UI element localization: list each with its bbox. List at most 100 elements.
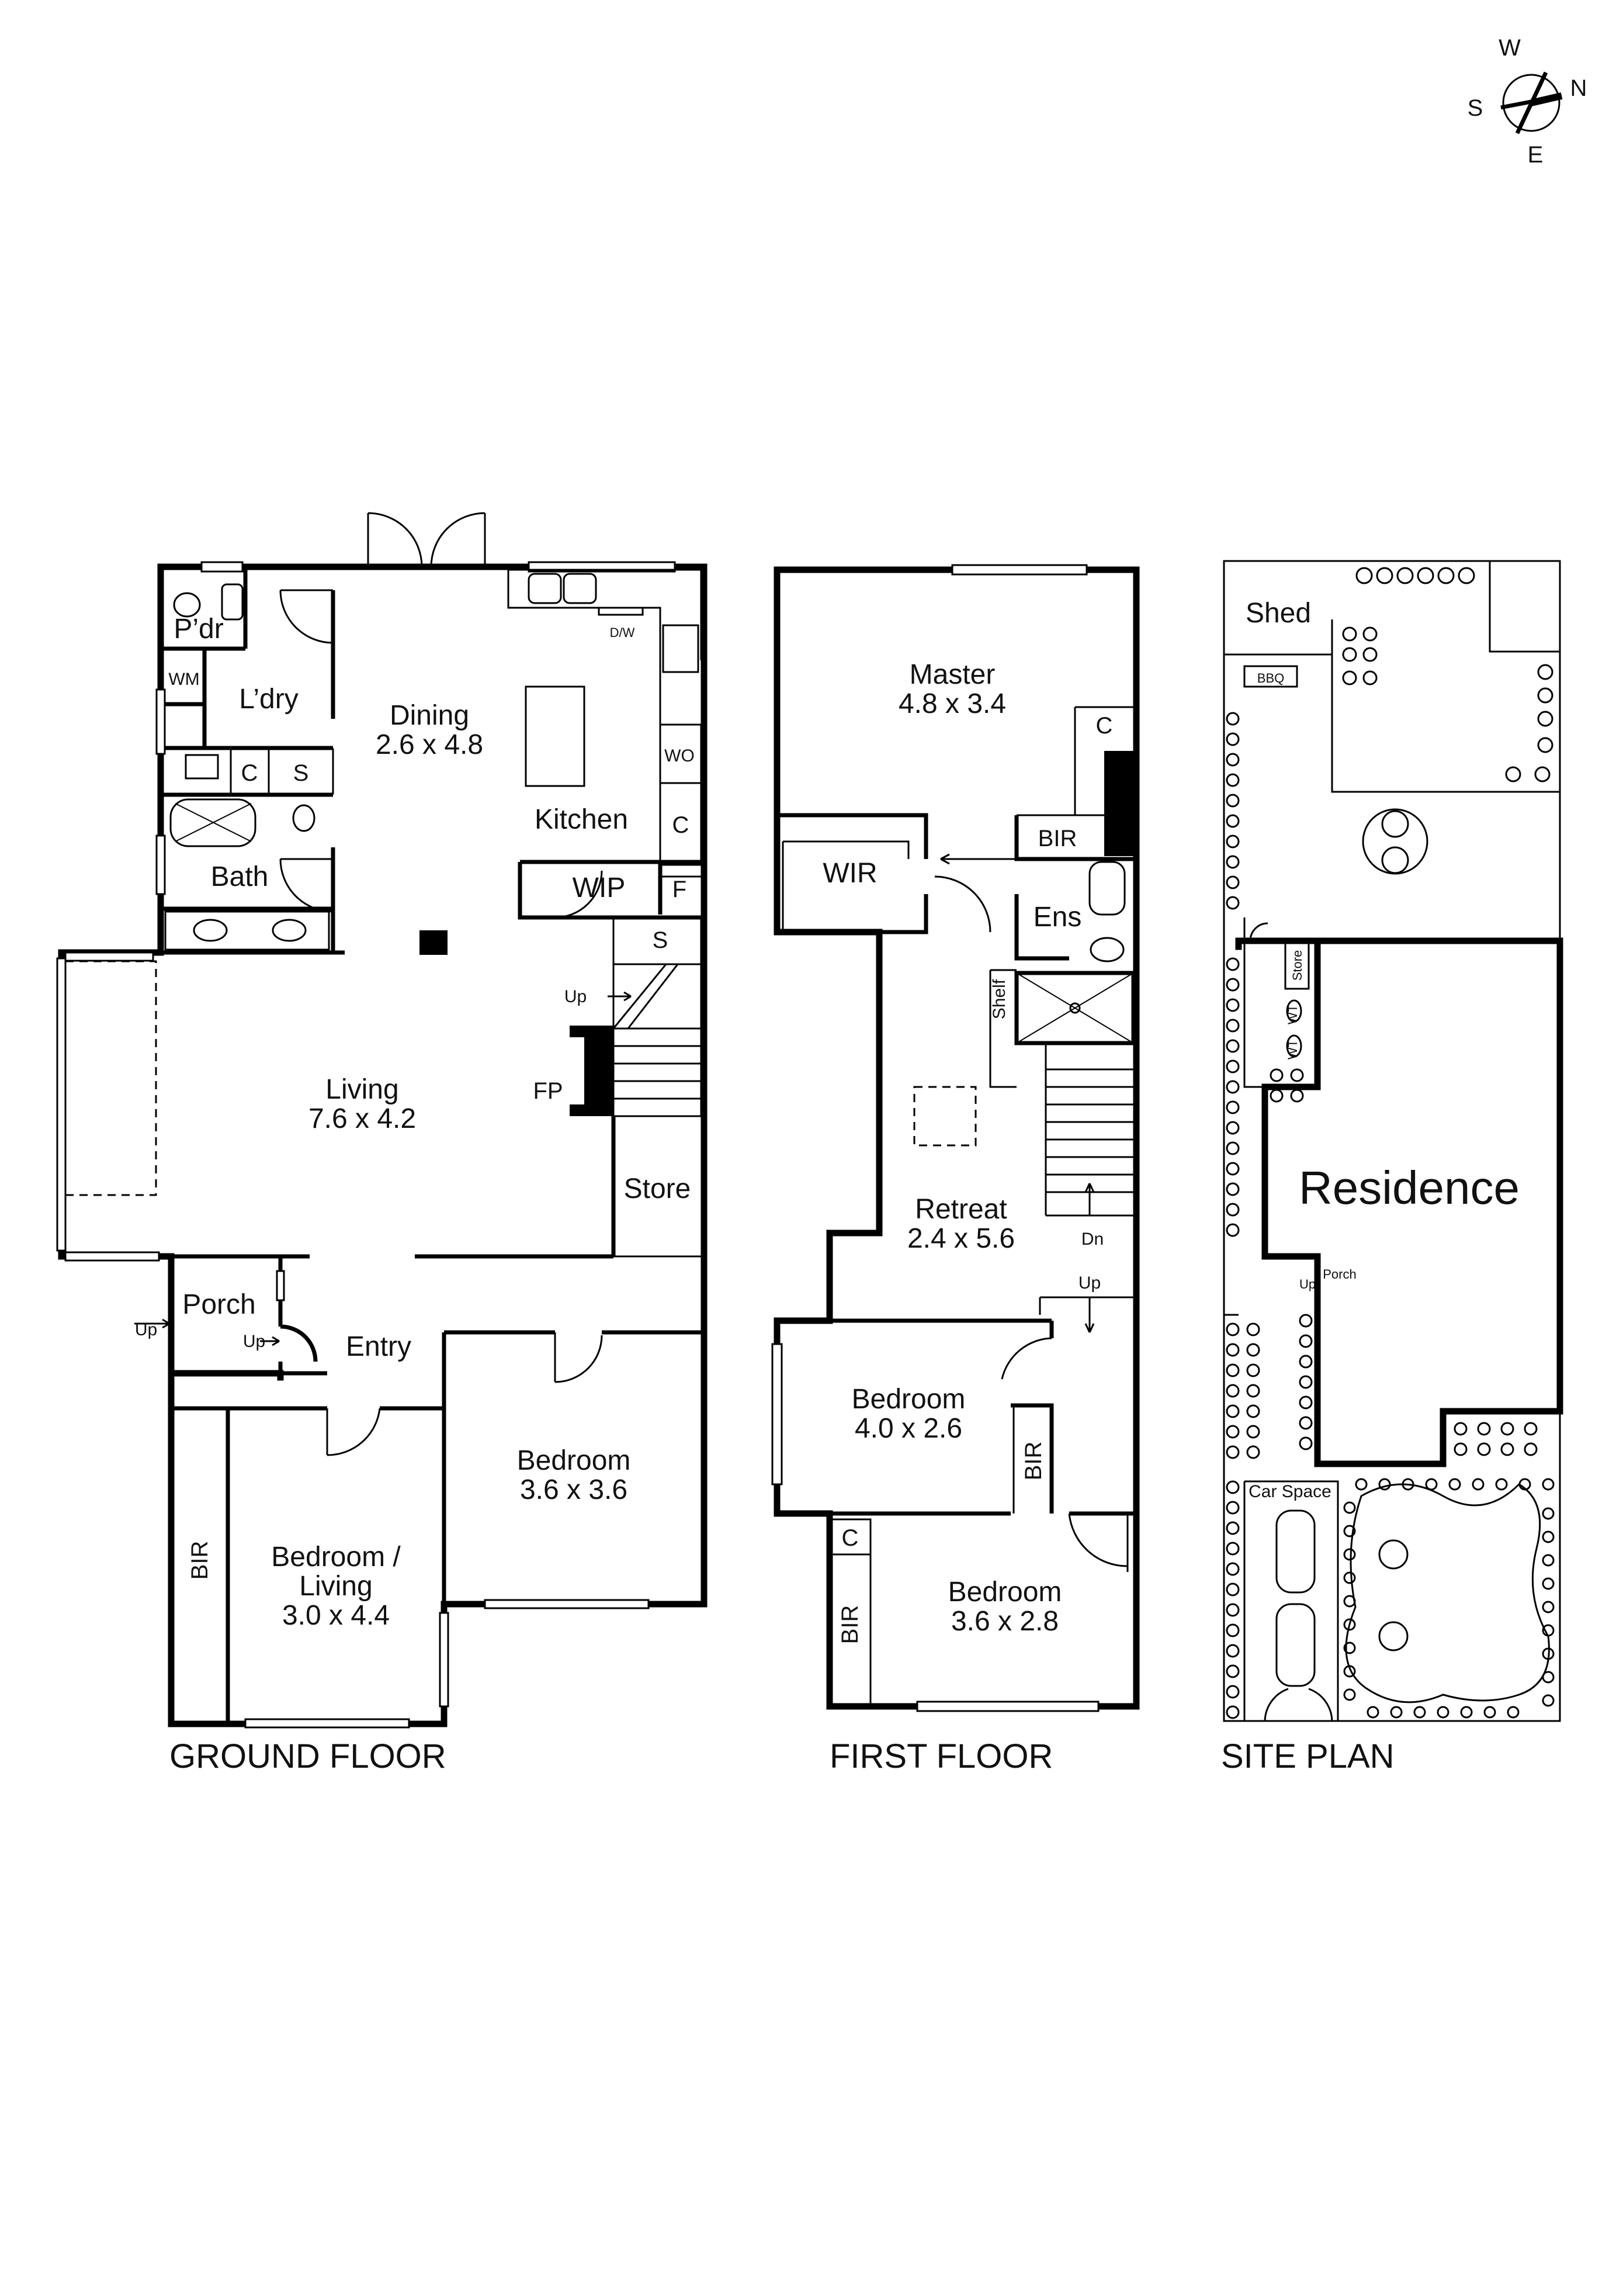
porch-label: Porch <box>182 1289 255 1320</box>
retreat-size: 2.4 x 5.6 <box>907 1223 1015 1254</box>
window <box>64 1251 160 1262</box>
water-tank-2-label: WT <box>1285 1040 1300 1059</box>
kitchen-bench <box>507 569 702 878</box>
compass-ring <box>1502 74 1560 132</box>
dishwasher <box>598 607 644 616</box>
shrub-row <box>1226 567 1555 1719</box>
wo-label: WO <box>664 746 695 766</box>
up-arrow <box>608 991 632 1002</box>
laundry-label: L’dry <box>239 684 298 715</box>
first-floor-plan: Master 4.8 x 3.4 C BIR WIR Ens Shelf Ret… <box>771 564 1140 1775</box>
bedroom-1-label: Bedroom <box>852 1384 966 1415</box>
living-size: 7.6 x 4.2 <box>308 1103 416 1134</box>
entry-up-label: Up <box>243 1332 265 1351</box>
bedroom-wall <box>442 1330 704 1604</box>
chimney <box>1104 751 1136 856</box>
tree-icon <box>1378 1621 1409 1651</box>
ensuite-door <box>934 875 991 933</box>
compass-w: W <box>1499 35 1521 61</box>
laundry-door <box>279 589 334 644</box>
shower-drain <box>1069 1002 1081 1014</box>
bedroom-1-bir-label: BIR <box>1021 1442 1046 1481</box>
wir-label: WIR <box>823 858 877 889</box>
master-bir-label: BIR <box>1038 826 1077 851</box>
bath-label: Bath <box>211 861 269 892</box>
bathtub-cross <box>175 803 252 842</box>
shower-cross <box>1016 972 1134 1044</box>
wip-wall <box>518 860 704 920</box>
garden-bed-outline <box>1331 561 1560 793</box>
toilet-icon <box>173 592 201 618</box>
window <box>439 1612 449 1708</box>
bedroom-1-wall <box>777 1318 1136 1516</box>
bedroom-2-door <box>1068 1513 1129 1572</box>
ground-floor-title: GROUND FLOOR <box>169 1737 446 1775</box>
bir-closet <box>830 1518 872 1706</box>
basin-icon <box>221 583 244 621</box>
stair-treads <box>612 964 701 1117</box>
car-space-outline <box>1243 1480 1339 1721</box>
basin-icon <box>1088 861 1126 916</box>
compass-rose: W N S E <box>1468 35 1587 168</box>
car-icon <box>1275 1509 1316 1594</box>
up-arrow <box>260 1336 280 1346</box>
toilet-icon <box>1090 937 1125 962</box>
master-label: Master <box>910 659 996 690</box>
car-gate <box>1264 1688 1333 1722</box>
stair-landing <box>1039 1296 1136 1333</box>
up-arrow <box>134 1318 170 1329</box>
garden-bed-outline <box>1345 1483 1550 1703</box>
dw-label: D/W <box>610 625 635 640</box>
porch-label: Porch <box>1323 1267 1356 1282</box>
sink-icon <box>563 573 597 604</box>
car-space-label: Car Space <box>1249 1482 1331 1501</box>
bath-door <box>279 858 334 913</box>
stairs-up-label: Up <box>1078 1273 1101 1293</box>
column <box>419 930 448 955</box>
kitchen-island <box>525 685 585 787</box>
bedroom-living-wall <box>171 1406 444 1721</box>
ensuite-label: Ens <box>1034 902 1082 933</box>
entry-label: Entry <box>346 1331 411 1362</box>
storage-label: S <box>293 760 309 786</box>
first-floor-outer-wall <box>774 566 1140 1710</box>
compass-north-arrow <box>1530 92 1563 106</box>
basin-icon <box>272 919 307 942</box>
window <box>155 834 166 895</box>
window <box>200 561 244 573</box>
wm-label: WM <box>168 670 199 689</box>
window <box>951 564 1088 576</box>
cupboard-label: C <box>241 760 258 786</box>
vanity <box>164 910 330 951</box>
shed-label: Shed <box>1246 598 1311 629</box>
bedroom-door <box>554 1332 603 1383</box>
fireplace <box>570 1026 613 1116</box>
bedroom-label: Bedroom <box>517 1445 631 1476</box>
ground-floor-plan: P’dr WM L’dry C S Bath Dining 2.6 x 4.8 … <box>56 512 708 1775</box>
site-plan: Shed BBQ Store WT WT Residence Porch Up … <box>1221 560 1563 1775</box>
staircase <box>612 917 702 1256</box>
toilet-icon <box>292 804 315 832</box>
residence-outline-left <box>1235 937 1321 1260</box>
window <box>56 957 67 1252</box>
bedroom-living-label-2: Living <box>299 1571 372 1602</box>
compass-n: N <box>1570 75 1587 101</box>
bedroom-living-size: 3.0 x 4.4 <box>282 1600 390 1631</box>
compass-s: S <box>1468 95 1483 121</box>
master-closet <box>1017 706 1136 816</box>
water-tank-1-label: WT <box>1285 1005 1300 1024</box>
stairs-up-label: Up <box>564 987 587 1006</box>
fridge-label: F <box>672 877 686 902</box>
sink-icon <box>528 573 562 604</box>
tree-bed <box>1362 808 1428 875</box>
living-label: Living <box>325 1074 398 1105</box>
porch-up-label: Up <box>1299 1277 1316 1291</box>
bathtub-icon <box>169 798 256 847</box>
pdr-wall <box>161 567 248 748</box>
dining-label: Dining <box>390 700 469 731</box>
store-label: Store <box>1290 950 1305 981</box>
cupboard <box>659 782 702 866</box>
bbq <box>1243 665 1298 688</box>
shower <box>1014 971 1136 1045</box>
